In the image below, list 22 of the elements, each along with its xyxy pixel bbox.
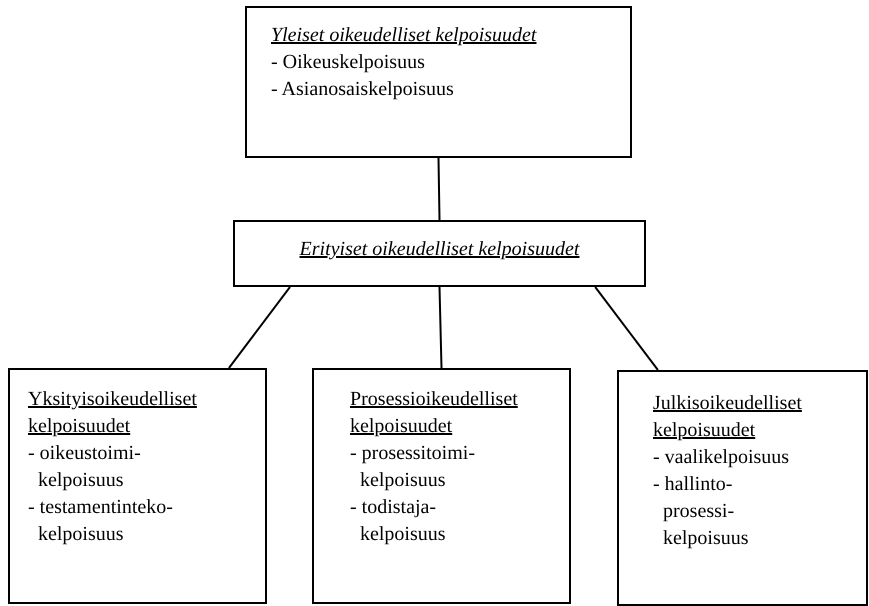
text-box — [8, 368, 267, 604]
list-item: - todistaja- kelpoisuus — [350, 495, 447, 547]
list-item: - testamentinteko- kelpoisuus — [28, 495, 174, 547]
connector-line — [228, 286, 291, 369]
connector-line — [438, 286, 442, 368]
text-box — [233, 220, 646, 287]
heading: Julkisoikeudelliset kelpoisuudet — [653, 391, 803, 443]
list-item: - Oikeuskelpoisuus — [271, 50, 426, 75]
connector-line — [438, 158, 440, 220]
heading: Yksityisoikeudelliset kelpoisuudet — [28, 387, 198, 439]
text-box — [312, 368, 571, 604]
list-item: - hallinto- prosessi- kelpoisuus — [653, 472, 750, 551]
list-item: - prosessitoimi- kelpoisuus — [350, 441, 476, 493]
list-item: - Asianosaiskelpoisuus — [271, 77, 455, 102]
list-item: - vaalikelpoisuus — [653, 445, 790, 470]
heading: Yleiset oikeudelliset kelpoisuudet — [271, 23, 538, 48]
heading: Erityiset oikeudelliset kelpoisuudet — [298, 237, 581, 262]
text-box — [617, 370, 868, 606]
heading: Prosessioikeudelliset kelpoisuudet — [350, 387, 519, 439]
text-box — [245, 6, 632, 158]
list-item: - oikeustoimi- kelpoisuus — [28, 441, 142, 493]
connector-line — [594, 286, 659, 371]
